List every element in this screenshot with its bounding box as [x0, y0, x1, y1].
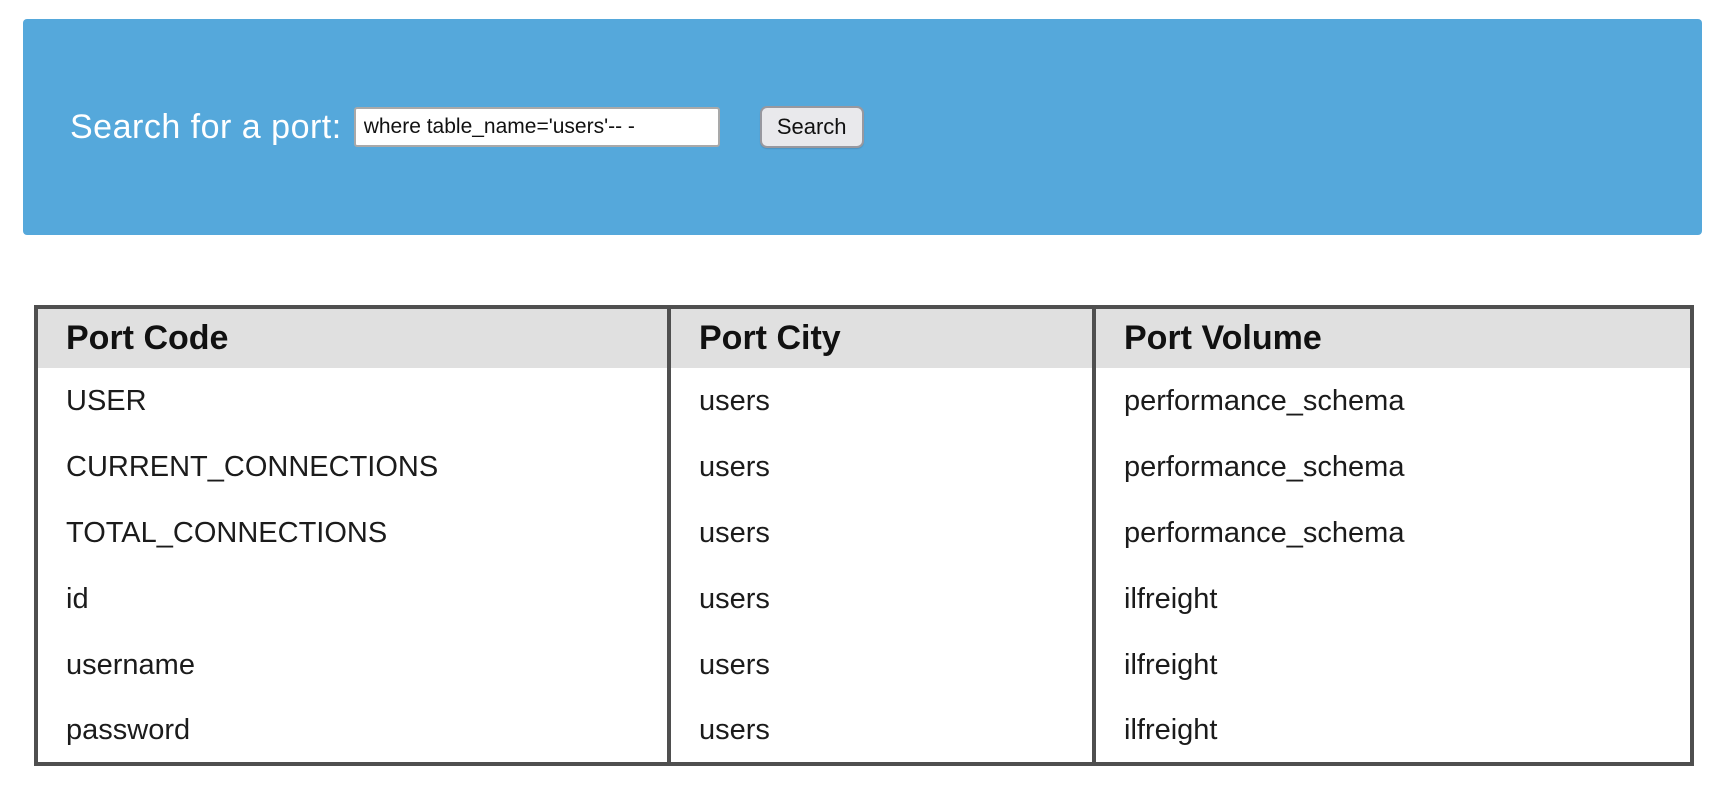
- cell-port-code: USER: [66, 384, 147, 417]
- column-header-port-code: Port Code: [36, 307, 669, 368]
- cell-port-code: username: [66, 648, 195, 681]
- cell-port-code: CURRENT_CONNECTIONS: [66, 450, 439, 483]
- ports-table: Port Code Port City Port Volume USER use…: [34, 305, 1694, 766]
- cell-port-code: id: [66, 582, 89, 615]
- cell-port-city: users: [667, 434, 1094, 500]
- search-banner: Search for a port: Search: [23, 19, 1702, 235]
- search-label: Search for a port:: [70, 107, 342, 146]
- column-header-port-volume: Port Volume: [1092, 307, 1692, 368]
- table-row: id users ilfreight: [36, 566, 1692, 632]
- cell-port-city: users: [667, 698, 1094, 764]
- column-header-port-city: Port City: [667, 307, 1094, 368]
- cell-port-city: users: [667, 632, 1094, 698]
- table-header-row: Port Code Port City Port Volume: [36, 307, 1692, 368]
- table-row: USER users performance_schema: [36, 368, 1692, 434]
- cell-port-code: TOTAL_CONNECTIONS: [66, 516, 388, 549]
- search-button[interactable]: Search: [759, 106, 864, 148]
- table-row: password users ilfreight: [36, 698, 1692, 764]
- cell-port-volume: ilfreight: [1092, 566, 1692, 632]
- table-row: username users ilfreight: [36, 632, 1692, 698]
- cell-port-volume: ilfreight: [1092, 632, 1692, 698]
- cell-port-city: users: [667, 566, 1094, 632]
- cell-port-volume: performance_schema: [1092, 434, 1692, 500]
- cell-port-city: users: [667, 368, 1094, 434]
- cell-port-volume: ilfreight: [1092, 698, 1692, 764]
- table-row: TOTAL_CONNECTIONS users performance_sche…: [36, 500, 1692, 566]
- cell-port-code: password: [66, 713, 191, 746]
- cell-port-city: users: [667, 500, 1094, 566]
- cell-port-volume: performance_schema: [1092, 500, 1692, 566]
- port-search-input[interactable]: [353, 107, 720, 147]
- table-row: CURRENT_CONNECTIONS users performance_sc…: [36, 434, 1692, 500]
- cell-port-volume: performance_schema: [1092, 368, 1692, 434]
